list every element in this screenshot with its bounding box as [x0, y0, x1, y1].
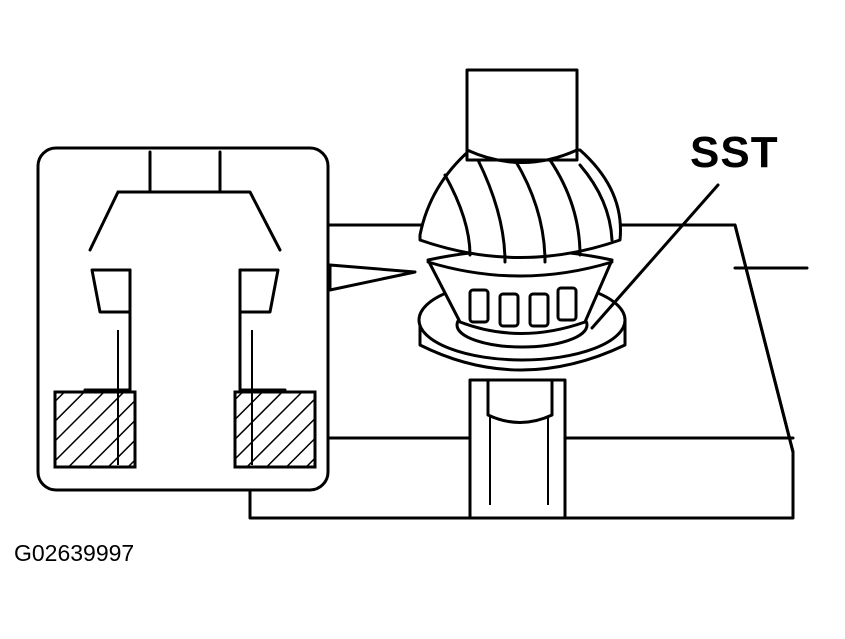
figure-code: G02639997 — [14, 540, 135, 566]
inset-detail-view — [36, 146, 417, 492]
sst-leader-line — [590, 183, 720, 330]
pinion-shaft — [465, 68, 579, 164]
pinion-gear — [418, 148, 622, 264]
sst-support-stand — [486, 378, 554, 424]
sst-label: SST — [690, 128, 779, 177]
